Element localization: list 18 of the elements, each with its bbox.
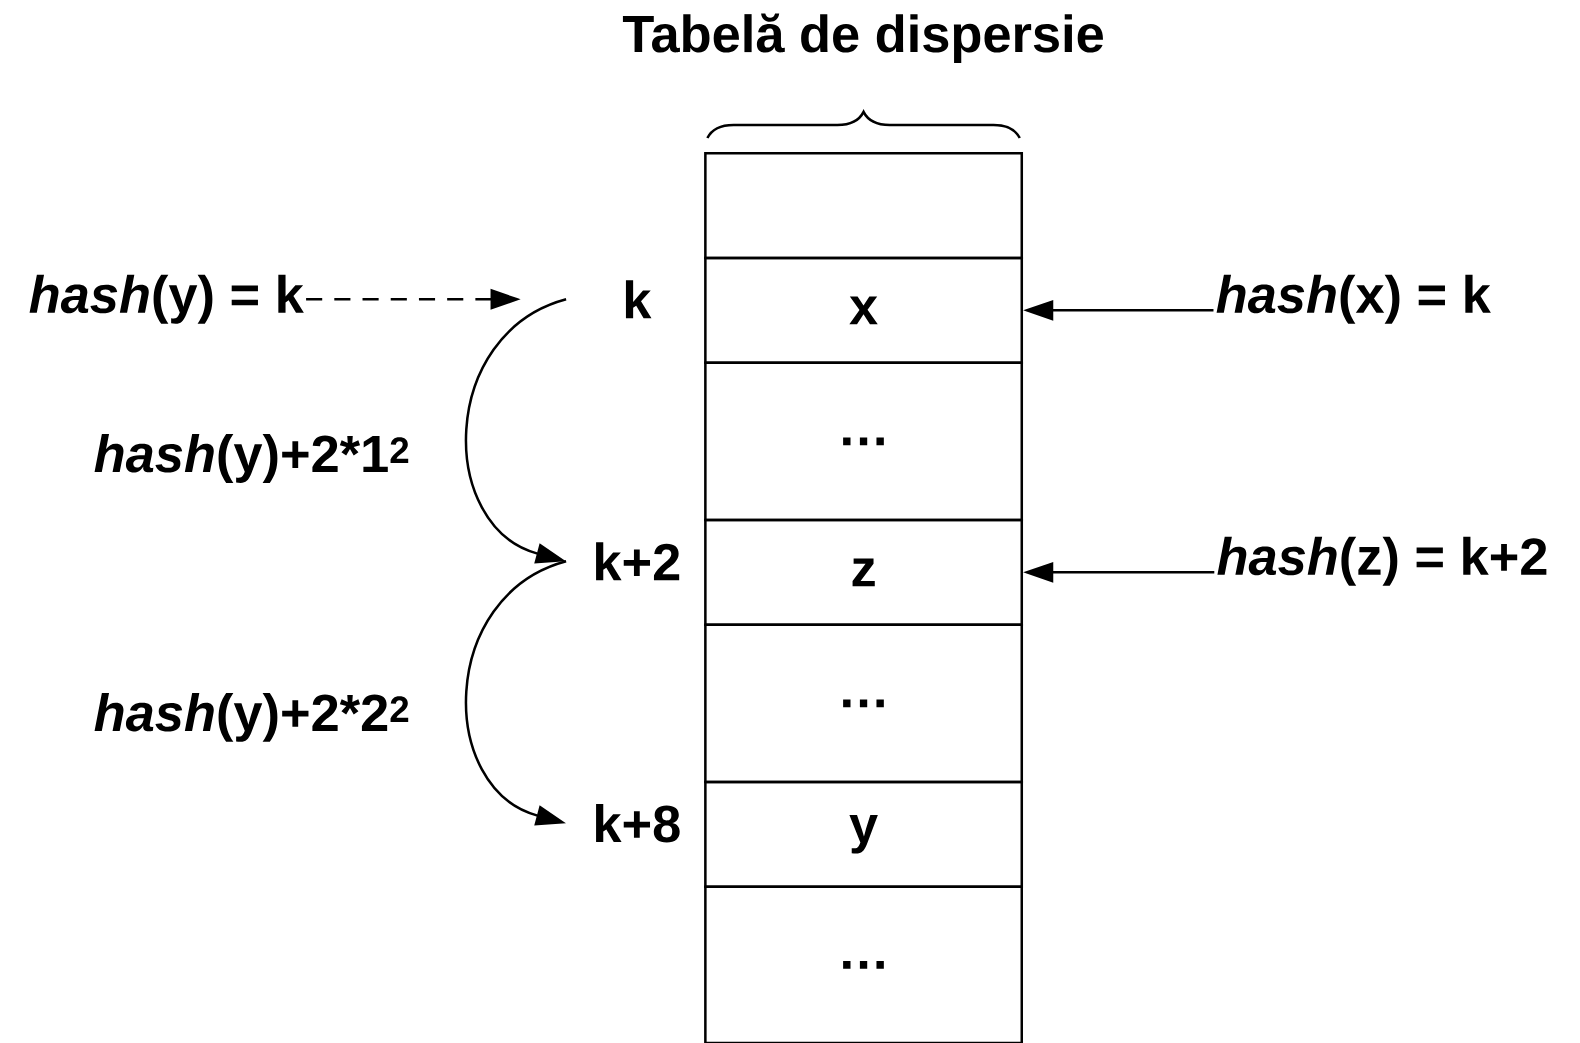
edge-label: hash(y)+2*2$^{2}$ bbox=[94, 693, 409, 742]
index-label: k bbox=[625, 280, 652, 319]
index-label: k+2 bbox=[596, 542, 680, 581]
table-cell: … bbox=[704, 623, 1024, 784]
arrow bbox=[465, 560, 567, 826]
hash-label: hash(y) = k bbox=[29, 274, 304, 324]
title: Tabelă de dispersie bbox=[622, 13, 1103, 64]
arrow bbox=[465, 298, 567, 564]
table-cell bbox=[704, 151, 1024, 260]
table-cell: x bbox=[704, 256, 1024, 365]
hash-label: hash(z) = k+2 bbox=[1217, 536, 1547, 586]
table-cell: y bbox=[704, 780, 1024, 889]
table-cell: … bbox=[704, 885, 1024, 1043]
table-cell: … bbox=[704, 361, 1024, 522]
index-label: k+8 bbox=[596, 804, 680, 843]
edge-label: hash(y)+2*1$^{2}$ bbox=[94, 434, 409, 483]
table-cell: z bbox=[704, 518, 1024, 627]
hash-label: hash(x) = k bbox=[1216, 274, 1491, 324]
